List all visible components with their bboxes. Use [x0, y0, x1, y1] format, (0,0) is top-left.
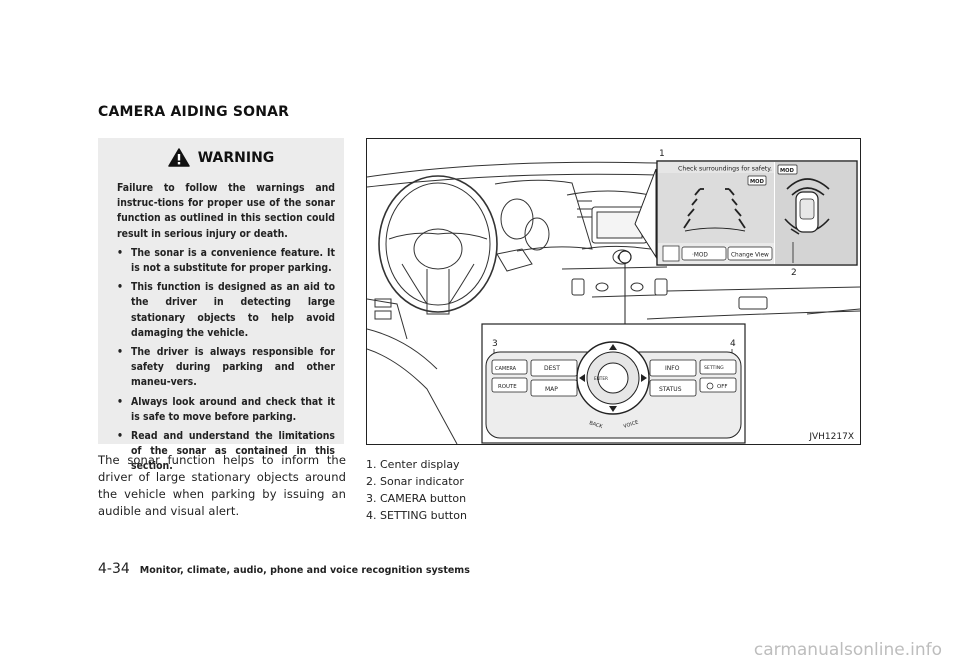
figure-legend: 1. Center display 2. Sonar indicator 3. … — [366, 456, 467, 524]
warning-intro: Failure to follow the warnings and instr… — [117, 182, 335, 240]
dashboard-illustration: Check surroundings for safety. MOD MOD ·… — [367, 149, 860, 444]
callout-4: 4 — [730, 339, 736, 349]
controller-dest: DEST — [544, 365, 560, 372]
warning-item: •This function is designed as an aid to … — [117, 281, 335, 339]
warning-item: •The driver is always responsible for sa… — [117, 346, 335, 389]
warning-box: WARNING Failure to follow the warnings a… — [98, 138, 344, 472]
page-number: 4-34 — [98, 561, 130, 577]
legend-item: 3. CAMERA button — [366, 492, 467, 505]
controller-status: STATUS — [659, 386, 682, 393]
controller-off: OFF — [717, 384, 727, 390]
callout-1: 1 — [659, 149, 665, 159]
controller-camera: CAMERA — [495, 366, 517, 372]
legend-item: 1. Center display — [366, 458, 460, 471]
change-view-label: Change View — [731, 253, 769, 259]
page-footer: 4-34 Monitor, climate, audio, phone and … — [98, 561, 470, 577]
warning-item: •Always look around and check that it is… — [117, 395, 335, 423]
warning-header: WARNING — [98, 148, 344, 167]
controller-voice: VOICE — [623, 419, 640, 429]
dashboard-figure: Check surroundings for safety. MOD MOD ·… — [366, 138, 861, 445]
controller-enter: ENTER — [594, 376, 608, 381]
controller-route: ROUTE — [498, 384, 517, 390]
warning-item: •The sonar is a convenience feature. It … — [117, 246, 335, 275]
callout-3: 3 — [492, 339, 498, 349]
callout-2: 2 — [791, 268, 797, 278]
mod-button-label: ·MOD — [692, 253, 708, 259]
warning-list: •The sonar is a convenience feature. It … — [117, 246, 335, 475]
controller-back: BACK — [588, 420, 603, 430]
watermark: carmanualsonline.info — [753, 640, 942, 660]
legend-item: 4. SETTING button — [366, 509, 467, 522]
mod-badge-2: MOD — [780, 168, 795, 174]
warning-title: WARNING — [197, 149, 275, 166]
section-title: CAMERA AIDING SONAR — [98, 104, 290, 120]
warning-item: •Read and understand the limitations of … — [117, 430, 335, 473]
body-paragraph: The sonar function helps to inform the d… — [98, 453, 346, 518]
controller-info: INFO — [665, 365, 680, 372]
warning-triangle-icon — [167, 148, 190, 167]
figure-code: JVH1217X — [809, 432, 854, 442]
screen-message: Check surroundings for safety. — [678, 166, 772, 173]
footer-title: Monitor, climate, audio, phone and voice… — [139, 565, 470, 576]
mod-badge: MOD — [750, 179, 765, 185]
controller-setting: SETTING — [704, 365, 724, 371]
legend-item: 2. Sonar indicator — [366, 475, 464, 488]
controller-map: MAP — [545, 386, 558, 393]
